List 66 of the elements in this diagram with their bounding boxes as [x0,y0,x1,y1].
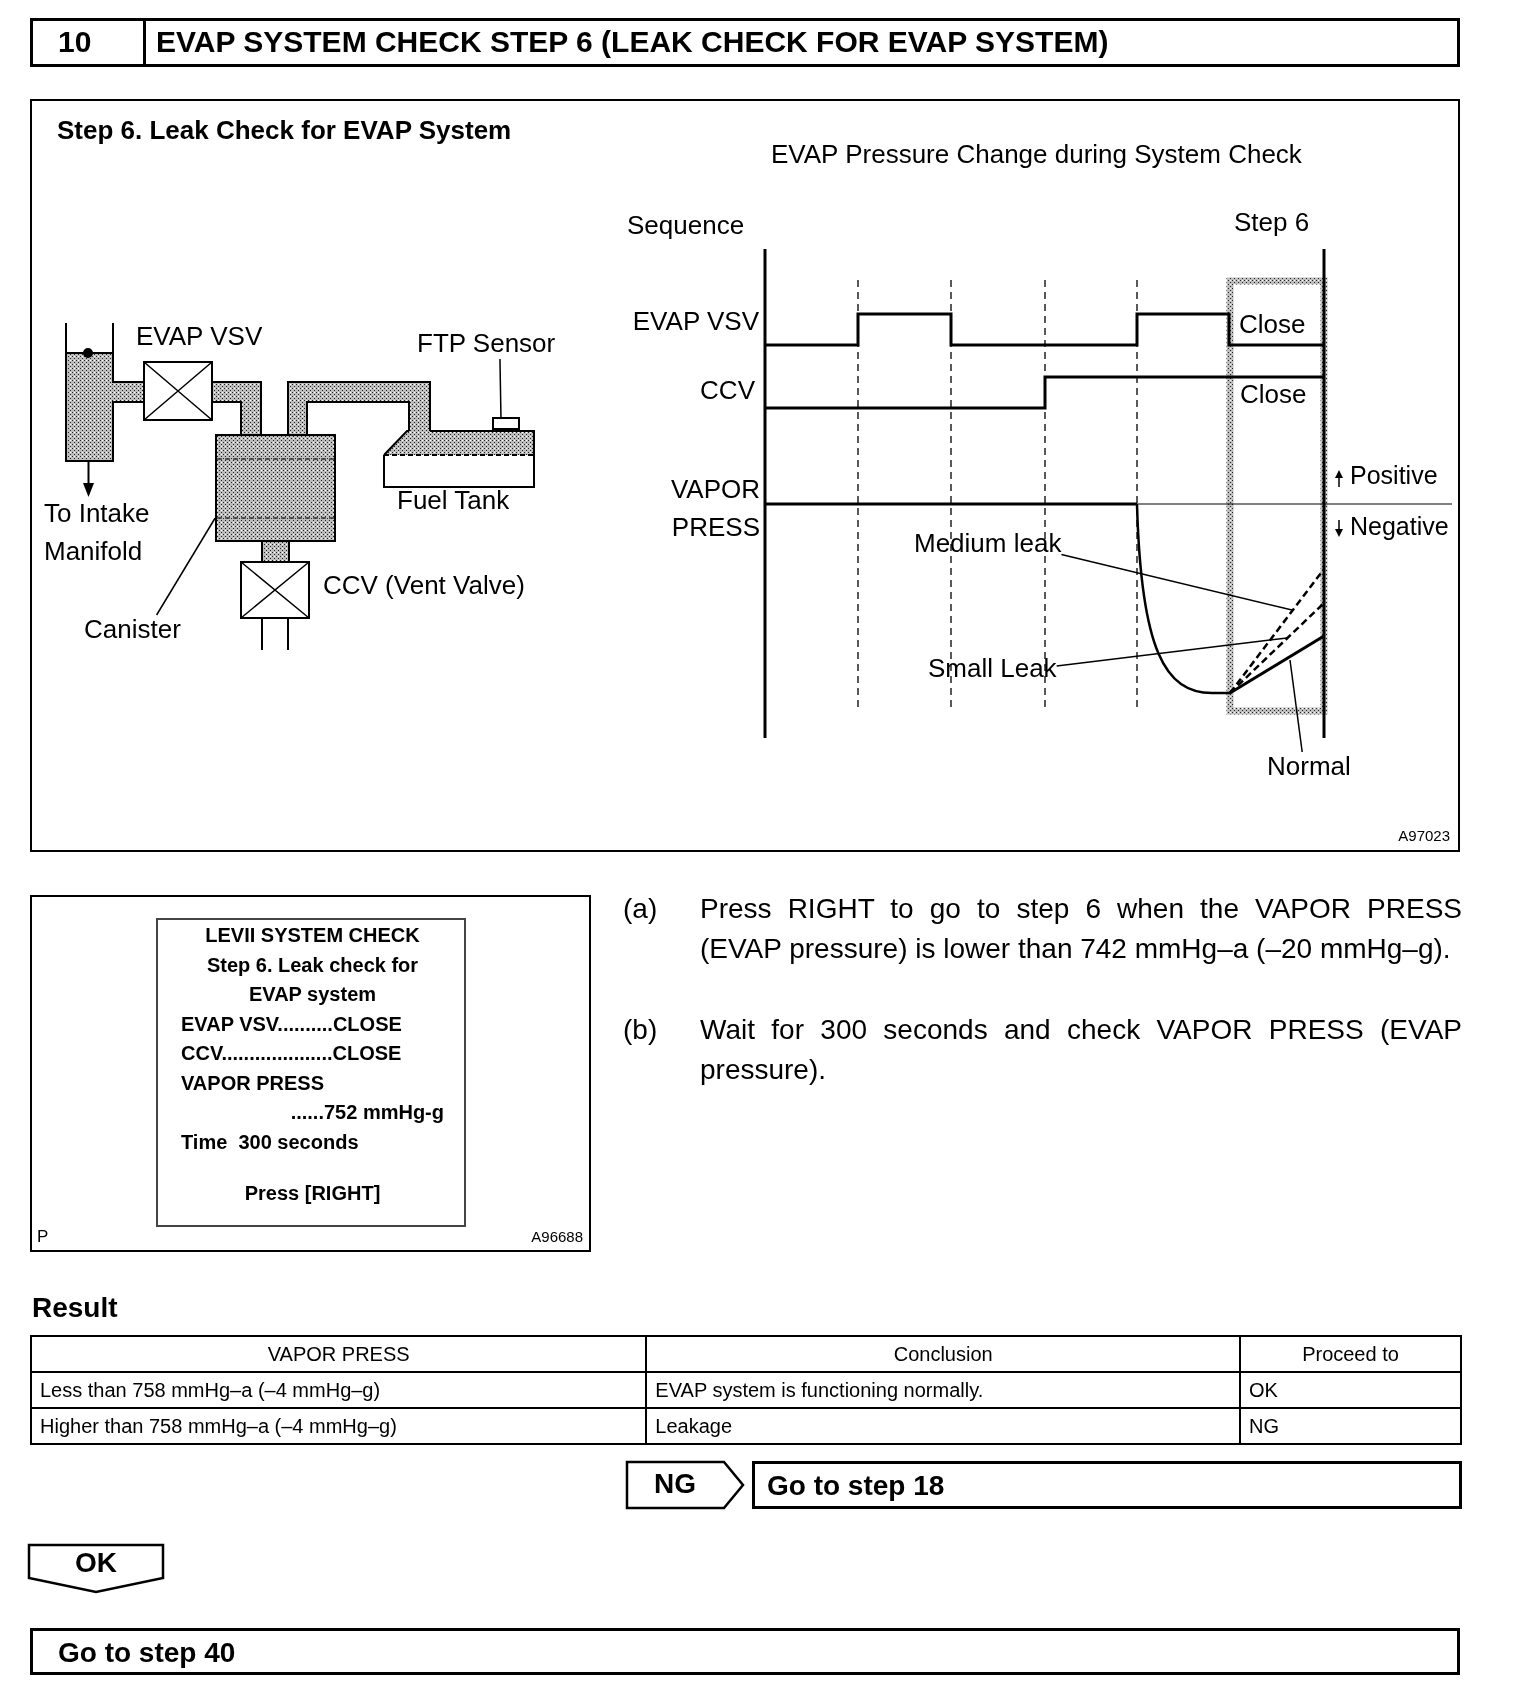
figure-code: P [37,1227,49,1247]
part-label: Normal [1267,752,1351,782]
screen-text: LEVII SYSTEM CHECK [204,923,421,948]
table-cell: Less than 758 mmHg–a (–4 mmHg–g) [31,1372,647,1408]
column-header: VAPOR PRESS [31,1336,647,1372]
leader-line [1060,553,1293,611]
result-tab [28,1544,164,1593]
part-label: Canister [84,615,181,645]
chart-title: EVAP Pressure Change during System Check [771,140,1302,170]
direction-label: Positive [1350,461,1438,490]
result-tab [626,1461,744,1509]
instruction-text: Press RIGHT to go to step 6 when the VAPOR PRESS (EVAP pressure) is lower than 742 mmHg–a (–20 mmHg–g). [700,892,1462,966]
part-label: Fuel Tank [397,486,510,516]
step-number: 10 [58,25,92,59]
screen-text: EVAP VSV..........CLOSE [181,1011,403,1037]
column-header: Conclusion [646,1336,1240,1372]
table-cell: NG [1240,1408,1461,1444]
screen-text: Time 300 seconds [181,1129,360,1155]
step-text: Go to step 18 [767,1470,945,1502]
leader-line [1055,637,1288,667]
screen-text: VAPOR PRESS [181,1070,325,1096]
table-cell: Leakage [646,1408,1240,1444]
step-box [30,1628,1460,1675]
tab-label: NG [653,1468,697,1500]
figure-panel [30,99,1460,852]
signal-label: EVAP VSV [632,307,759,337]
page-title: EVAP SYSTEM CHECK STEP 6 (LEAK CHECK FOR EVAP SYSTEM) [156,25,1109,59]
panel-heading: Step 6. Leak Check for EVAP System [57,115,512,146]
part-label: Medium leak [914,529,1062,559]
part-label: EVAP VSV [136,322,263,352]
canister [215,434,336,542]
table-cell: Higher than 758 mmHg–a (–4 mmHg–g) [31,1408,647,1444]
screen-text: CCV....................CLOSE [181,1041,403,1066]
step-text: Go to step 40 [58,1637,236,1669]
leader-line [1289,659,1303,753]
part-label: FTP Sensor [417,329,556,359]
screen-text: Step 6. Leak check for EVAP system [205,952,420,1007]
direction-label: Negative [1350,512,1449,541]
signal-label: CCV [700,376,755,406]
signal-label: VAPOR PRESS [669,473,760,544]
state-label: Close [1239,310,1306,340]
table-cell: EVAP system is functioning normally. [646,1372,1240,1408]
screen-text: ......752 mmHg-g [289,1100,444,1125]
state-label: Close [1240,380,1307,410]
screen-display [156,918,466,1227]
pressure-sensor [492,417,520,430]
table-cell: OK [1240,1372,1461,1408]
part-label: To Intake Manifold [44,497,151,568]
list-marker: (a) [623,892,658,926]
leader-line [499,358,502,418]
column-header: Proceed to [1240,1336,1461,1372]
list-marker: (b) [623,1013,658,1047]
tab-label: OK [74,1547,118,1579]
part-label: Small Leak [928,654,1057,684]
instruction-text: Wait for 300 seconds and check VAPOR PRESS (EVAP pressure). [700,1013,1462,1087]
section-heading: Result [32,1292,118,1325]
step-box [752,1461,1462,1509]
step-label: Step 6 [1234,208,1310,238]
leader-line [155,517,216,616]
part-label: CCV (Vent Valve) [323,571,525,601]
screen-panel [30,895,591,1252]
figure-code: A96688 [531,1228,583,1245]
axis-label: Sequence [627,211,745,241]
figure-code: A97023 [1398,827,1450,844]
header-bar [30,18,1460,67]
screen-text: Press [RIGHT] [243,1181,382,1206]
